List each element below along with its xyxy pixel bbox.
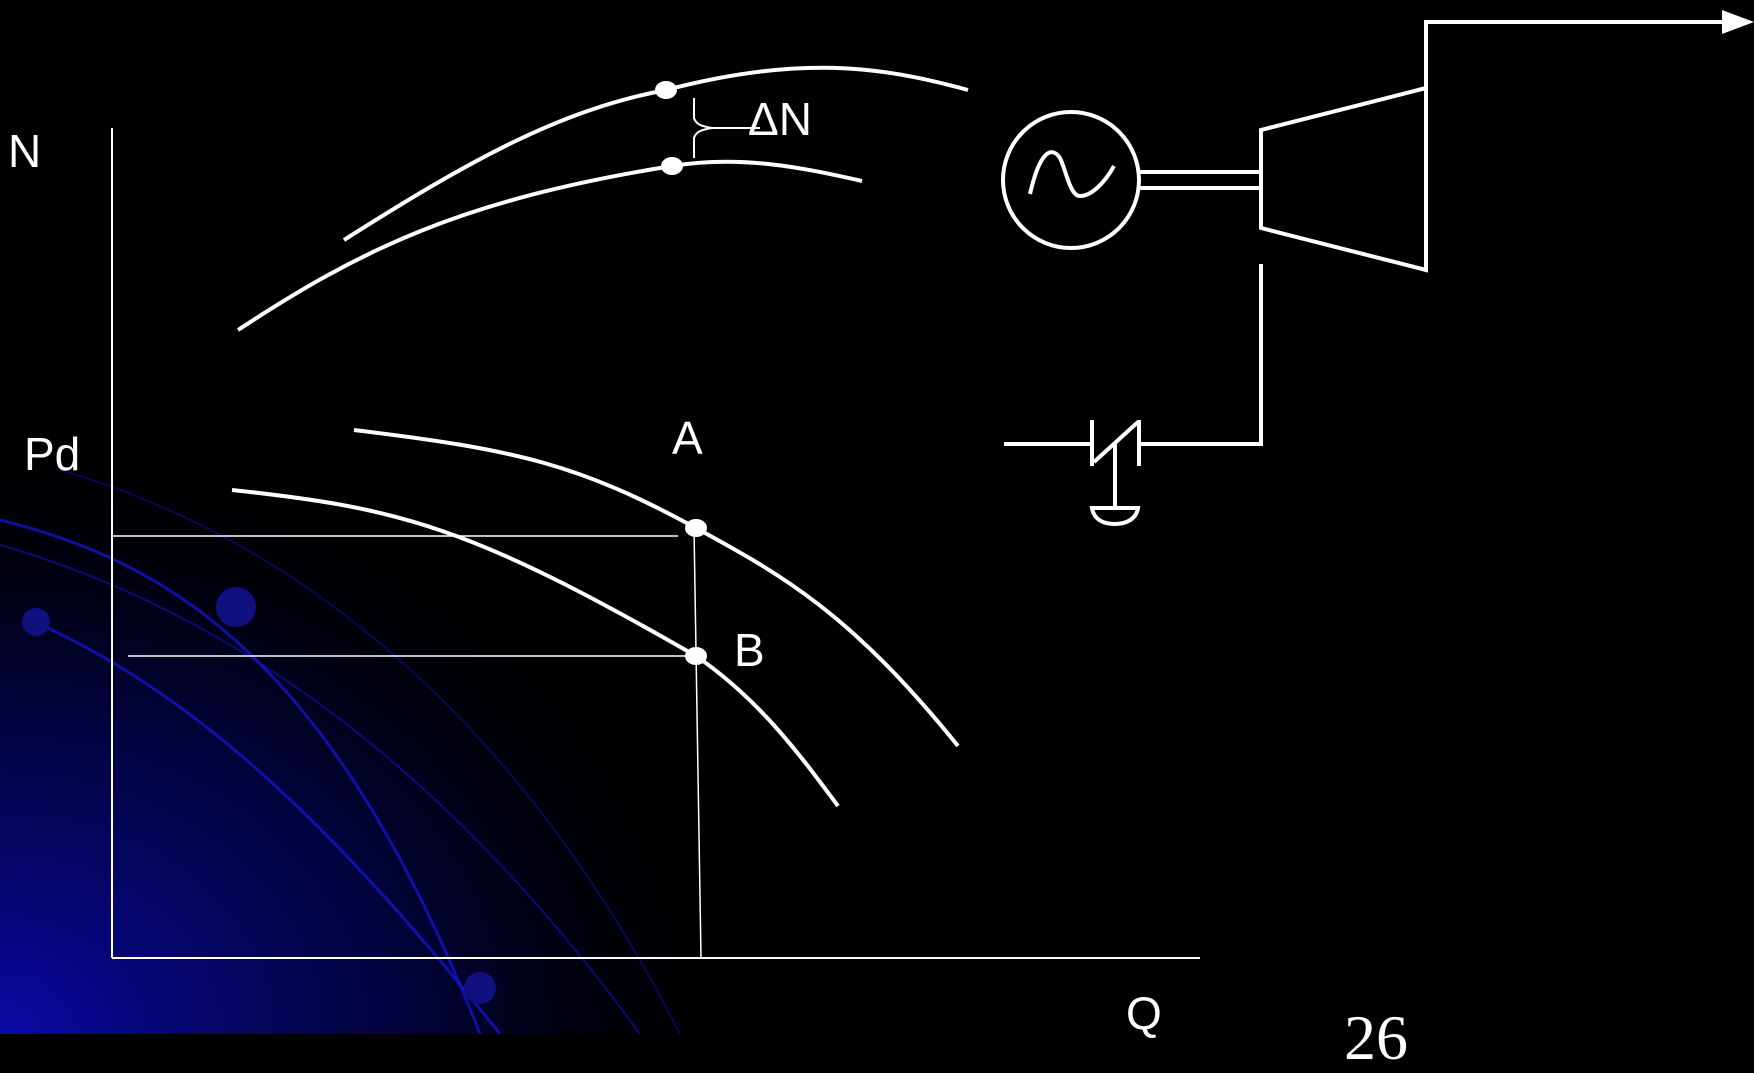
- n-axis-label: N: [8, 125, 42, 177]
- point-b-label: B: [734, 624, 765, 676]
- delta-n-label: ΔN: [748, 93, 812, 145]
- decor-dot-1: [216, 587, 256, 627]
- q-axis-label: Q: [1126, 987, 1162, 1039]
- inlet-path: [1139, 264, 1263, 446]
- point-a-label: A: [672, 412, 703, 464]
- operating-point-b: [685, 647, 707, 665]
- decor-arc-3: [0, 544, 641, 1034]
- inlet-line: [1004, 264, 1263, 446]
- power-point-upper: [655, 81, 677, 99]
- exhaust-line: [1424, 20, 1730, 130]
- decor-dot-2: [22, 608, 50, 636]
- arrow-right-icon: [1722, 10, 1754, 34]
- guide-lines: [112, 527, 702, 959]
- operating-point-a: [685, 519, 707, 537]
- generator-circle: [1001, 110, 1141, 250]
- turbine-icon: [1259, 85, 1428, 273]
- turbine-body: [1259, 85, 1428, 273]
- valve-seat: [1092, 420, 1140, 464]
- valve-icon: [1089, 420, 1141, 527]
- corner-glow: [0, 420, 760, 1034]
- diagram-canvas: [0, 10, 1754, 1034]
- exhaust-path: [1424, 20, 1730, 130]
- shaft: [1139, 170, 1261, 190]
- power-points: [655, 81, 683, 175]
- guide-vertical: [693, 527, 702, 959]
- page-number: 26: [1344, 1002, 1408, 1073]
- background-decoration: [0, 420, 760, 1034]
- pressure-curve-b: [231, 488, 840, 808]
- pd-axis-label: Pd: [24, 428, 81, 480]
- operating-points: [685, 519, 707, 665]
- decor-arc-4: [59, 469, 681, 1034]
- decor-arc-2: [29, 618, 502, 1034]
- power-point-lower: [661, 157, 683, 175]
- delta-n-brace: [692, 97, 713, 158]
- generator-ac-icon: [1001, 110, 1141, 250]
- decor-arc-1: [0, 518, 482, 1034]
- power-curve-lower: [236, 159, 863, 332]
- decor-dot-3: [464, 972, 496, 1004]
- slide: N Pd Q A B ΔN 26: [0, 10, 1754, 1070]
- valve-actuator: [1089, 506, 1141, 527]
- generator-sine: [1028, 150, 1116, 199]
- axes: [111, 128, 1200, 959]
- power-curves: [236, 65, 969, 332]
- delta-n-bracket: [692, 97, 760, 158]
